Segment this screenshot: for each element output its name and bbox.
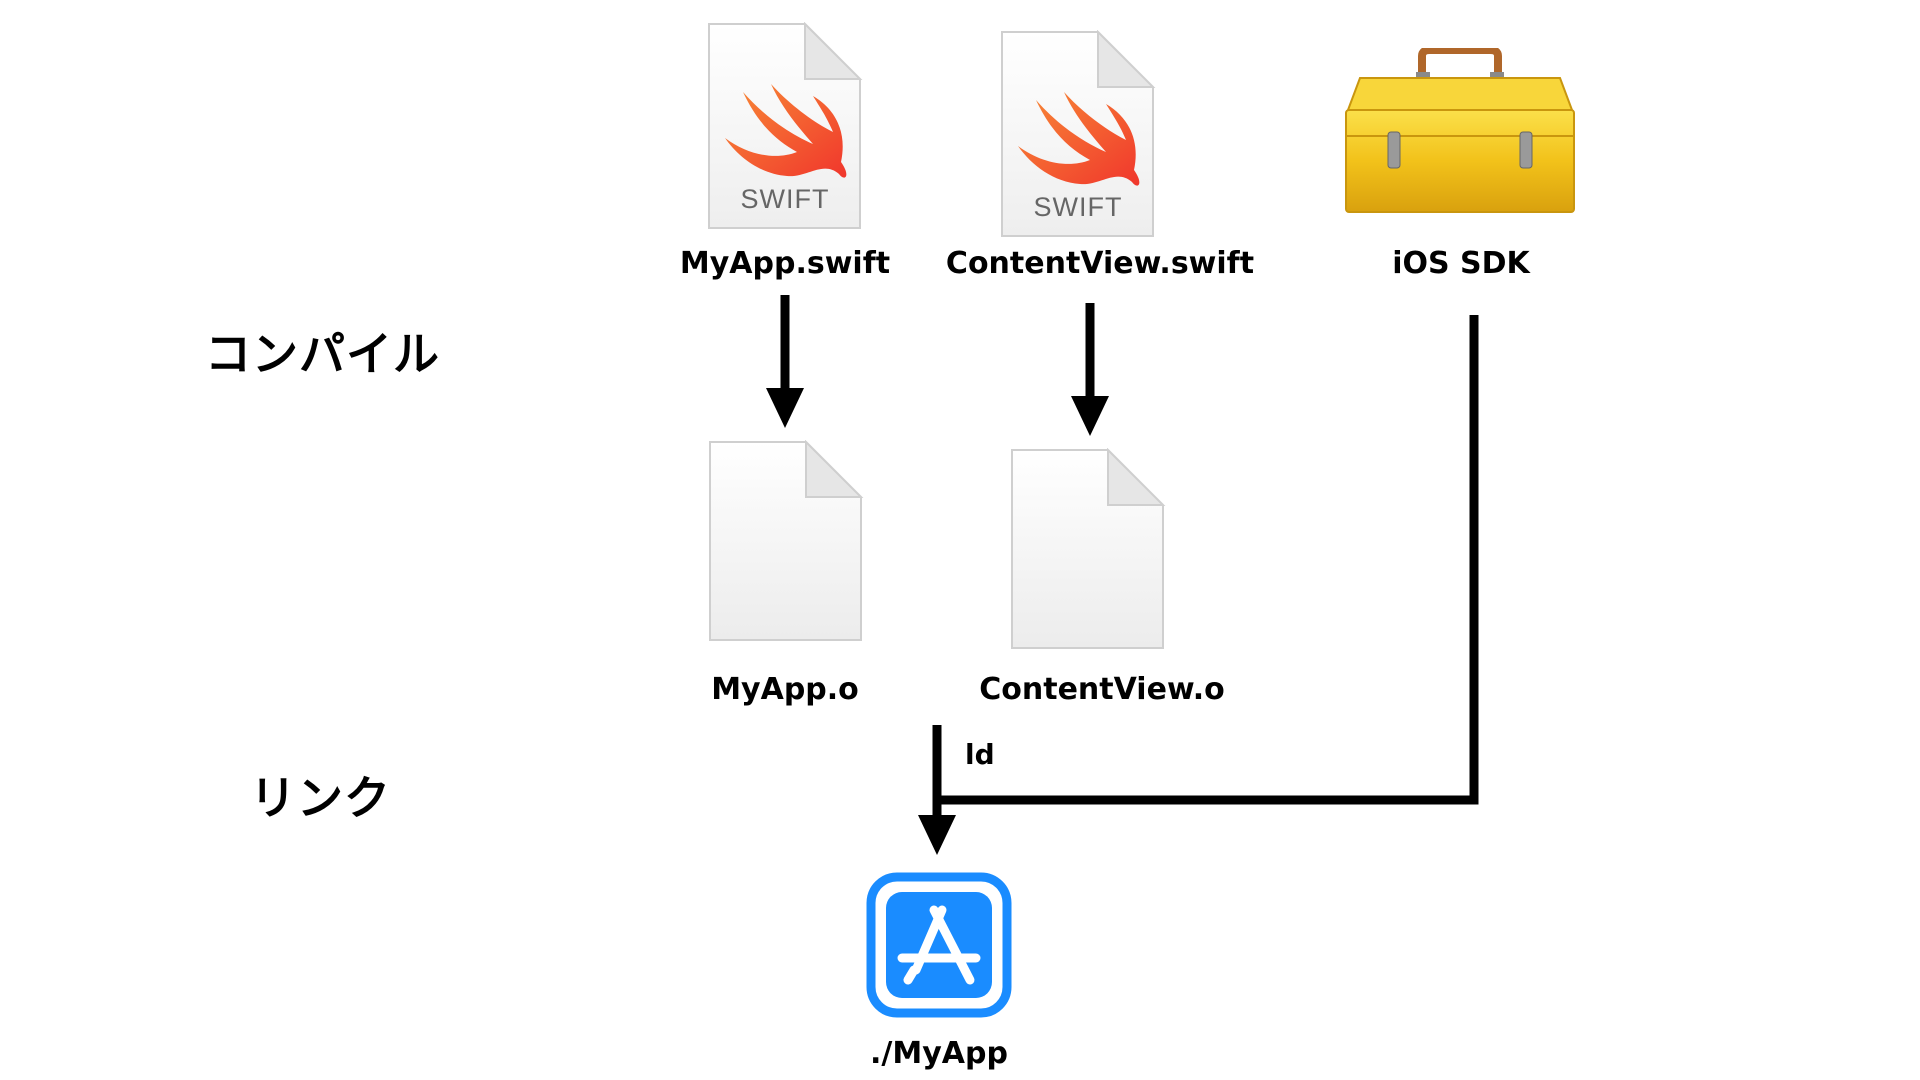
app-store-icon: [866, 872, 1012, 1018]
link-arrowhead: [918, 815, 956, 855]
swift-badge-text: SWIFT: [1034, 192, 1123, 222]
myapp-o-label: MyApp.o: [711, 672, 859, 707]
ld-label: ld: [965, 738, 995, 771]
contentview-o-label: ContentView.o: [979, 672, 1225, 707]
swift-badge-text: SWIFT: [741, 184, 830, 214]
ios-sdk-label: iOS SDK: [1392, 246, 1530, 281]
myapp-swift-label: MyApp.swift: [679, 246, 891, 281]
object-file-icon: [706, 439, 866, 645]
output-app-label: ./MyApp: [870, 1036, 1008, 1071]
link-stage-label: リンク: [250, 771, 391, 825]
toolbox-icon: [1340, 46, 1580, 218]
swift-file-icon: SWIFT: [998, 29, 1158, 240]
compile-arrowhead-contentview: [1071, 396, 1109, 436]
object-file-icon: [1008, 447, 1168, 653]
swift-file-icon: SWIFT: [705, 21, 865, 232]
compile-stage-label: コンパイル: [205, 327, 440, 381]
compile-arrowhead-myapp: [766, 388, 804, 428]
contentview-swift-label: ContentView.swift: [945, 246, 1255, 281]
sdk-link-line: [937, 315, 1479, 805]
